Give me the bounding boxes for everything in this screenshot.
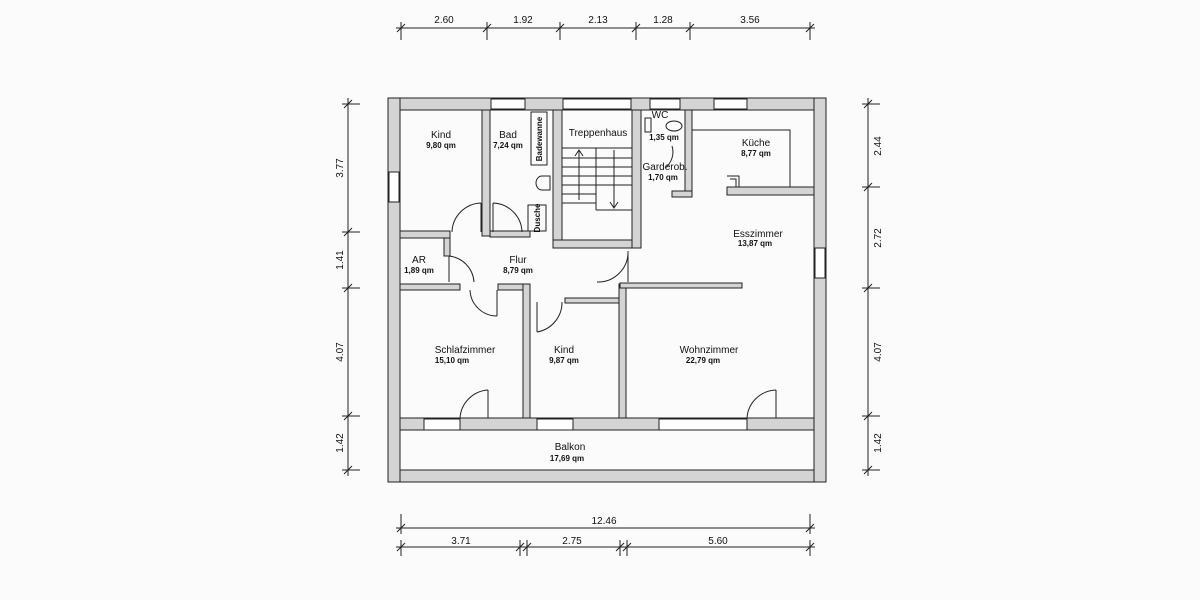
windows bbox=[388, 98, 826, 431]
label-badewanne: Badewanne bbox=[535, 116, 544, 161]
dim-left-3: 4.07 bbox=[335, 342, 346, 362]
room-balkon-area: 17,69 qm bbox=[550, 454, 584, 463]
room-flur-name: Flur bbox=[509, 255, 527, 266]
dim-left-1: 3.77 bbox=[335, 158, 346, 178]
staircase bbox=[562, 147, 632, 211]
kitchen-counter bbox=[692, 129, 791, 187]
room-labels: Kind 9,80 qm Bad 7,24 qm Treppenhaus WC … bbox=[404, 110, 783, 463]
room-garderobe-name: Garderob. bbox=[642, 162, 687, 173]
room-esszimmer-name: Esszimmer bbox=[733, 229, 783, 240]
dim-bottom-2: 2.75 bbox=[562, 536, 582, 547]
room-kind-2-name: Kind bbox=[554, 345, 574, 356]
room-kueche-name: Küche bbox=[742, 138, 771, 149]
room-ar-area: 1,89 qm bbox=[404, 266, 434, 275]
room-garderobe-area: 1,70 qm bbox=[648, 173, 678, 182]
room-kind-1-name: Kind bbox=[431, 130, 451, 141]
dim-top-5: 3.56 bbox=[740, 15, 760, 26]
dim-right-2: 2.72 bbox=[873, 228, 884, 248]
dim-right-3: 4.07 bbox=[873, 342, 884, 362]
room-wc-name: WC bbox=[652, 110, 669, 121]
dim-bottom-total: 12.46 bbox=[591, 516, 616, 527]
dim-bottom-1: 3.71 bbox=[451, 536, 471, 547]
room-wohnzimmer-area: 22,79 qm bbox=[686, 356, 720, 365]
dim-top-2: 1.92 bbox=[513, 15, 533, 26]
bathroom-fixtures: Badewanne Dusche bbox=[527, 111, 683, 232]
room-treppenhaus-name: Treppenhaus bbox=[569, 128, 628, 139]
room-kueche-area: 8,77 qm bbox=[741, 149, 771, 158]
room-kind-1-area: 9,80 qm bbox=[426, 141, 456, 150]
room-kind-2-area: 9,87 qm bbox=[549, 356, 579, 365]
shower bbox=[527, 204, 547, 232]
room-ar-name: AR bbox=[412, 255, 426, 266]
dimension-left: 3.77 1.41 4.07 1.42 bbox=[335, 98, 360, 476]
dimension-right: 2.44 2.72 4.07 1.42 bbox=[862, 98, 884, 476]
room-bad-name: Bad bbox=[499, 130, 517, 141]
dim-right-4: 1.42 bbox=[873, 433, 884, 453]
dim-left-4: 1.42 bbox=[335, 433, 346, 453]
dim-top-4: 1.28 bbox=[653, 15, 673, 26]
dim-top-3: 2.13 bbox=[588, 15, 608, 26]
room-bad-area: 7,24 qm bbox=[493, 141, 523, 150]
sink-icon bbox=[535, 175, 551, 191]
room-schlafzimmer-area: 15,10 qm bbox=[435, 356, 469, 365]
label-dusche: Dusche bbox=[533, 203, 542, 232]
room-wohnzimmer-name: Wohnzimmer bbox=[680, 345, 739, 356]
room-balkon-name: Balkon bbox=[555, 442, 586, 453]
dim-left-2: 1.41 bbox=[335, 250, 346, 270]
room-flur-area: 8,79 qm bbox=[503, 266, 533, 275]
bathtub bbox=[530, 111, 548, 166]
room-wc-area: 1,35 qm bbox=[649, 133, 679, 142]
wc-bowl-icon bbox=[665, 120, 683, 132]
doors bbox=[448, 145, 777, 419]
dim-top-1: 2.60 bbox=[434, 15, 454, 26]
dim-bottom-3: 5.60 bbox=[708, 536, 728, 547]
room-schlafzimmer-name: Schlafzimmer bbox=[435, 345, 496, 356]
dimension-top: 2.60 1.92 2.13 1.28 3.56 bbox=[396, 15, 815, 40]
dim-right-1: 2.44 bbox=[873, 136, 884, 156]
room-esszimmer-area: 13,87 qm bbox=[738, 239, 772, 248]
wc-tank bbox=[644, 117, 652, 133]
dimension-bottom: 12.46 3.71 2.75 5.60 bbox=[396, 514, 815, 556]
